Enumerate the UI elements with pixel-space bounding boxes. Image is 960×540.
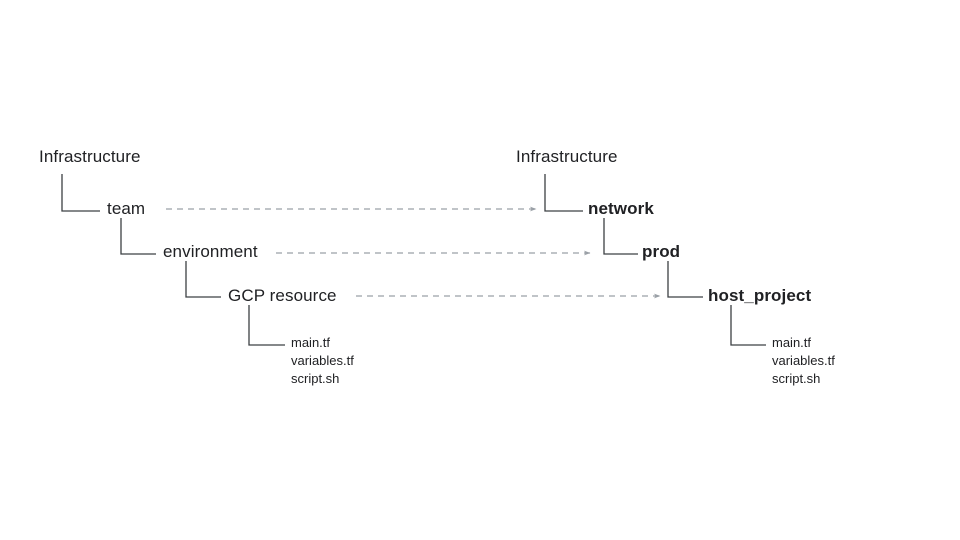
left-elbow-team-to-environment: [120, 218, 156, 255]
right-elbow-root-to-network: [544, 174, 583, 212]
left-tree-file-list: main.tf variables.tf script.sh: [291, 334, 354, 388]
right-file-main-tf: main.tf: [772, 335, 812, 350]
left-tree-root-label: Infrastructure: [39, 147, 141, 166]
left-file-script-sh: script.sh: [291, 371, 340, 386]
left-tree-node-gcp-resource: GCP resource: [228, 286, 337, 305]
right-tree-node-host-project: host_project: [708, 286, 812, 305]
right-tree-node-network: network: [588, 199, 654, 218]
right-tree-file-list: main.tf variables.tf script.sh: [772, 334, 835, 388]
right-elbow-prod-to-host-project: [667, 261, 703, 298]
left-file-variables-tf: variables.tf: [291, 353, 354, 368]
right-tree-node-prod: prod: [642, 242, 681, 261]
left-file-main-tf: main.tf: [291, 335, 331, 350]
left-elbow-environment-to-gcp-resource: [185, 261, 221, 298]
left-tree-node-team: team: [107, 199, 146, 218]
left-tree-node-environment: environment: [163, 242, 258, 261]
right-file-script-sh: script.sh: [772, 371, 821, 386]
right-elbow-host-project-to-files: [730, 305, 766, 346]
left-elbow-root-to-team: [61, 174, 100, 212]
left-elbow-gcp-resource-to-files: [248, 305, 285, 346]
right-file-variables-tf: variables.tf: [772, 353, 835, 368]
right-elbow-network-to-prod: [603, 218, 638, 255]
right-tree-root-label: Infrastructure: [516, 147, 618, 166]
